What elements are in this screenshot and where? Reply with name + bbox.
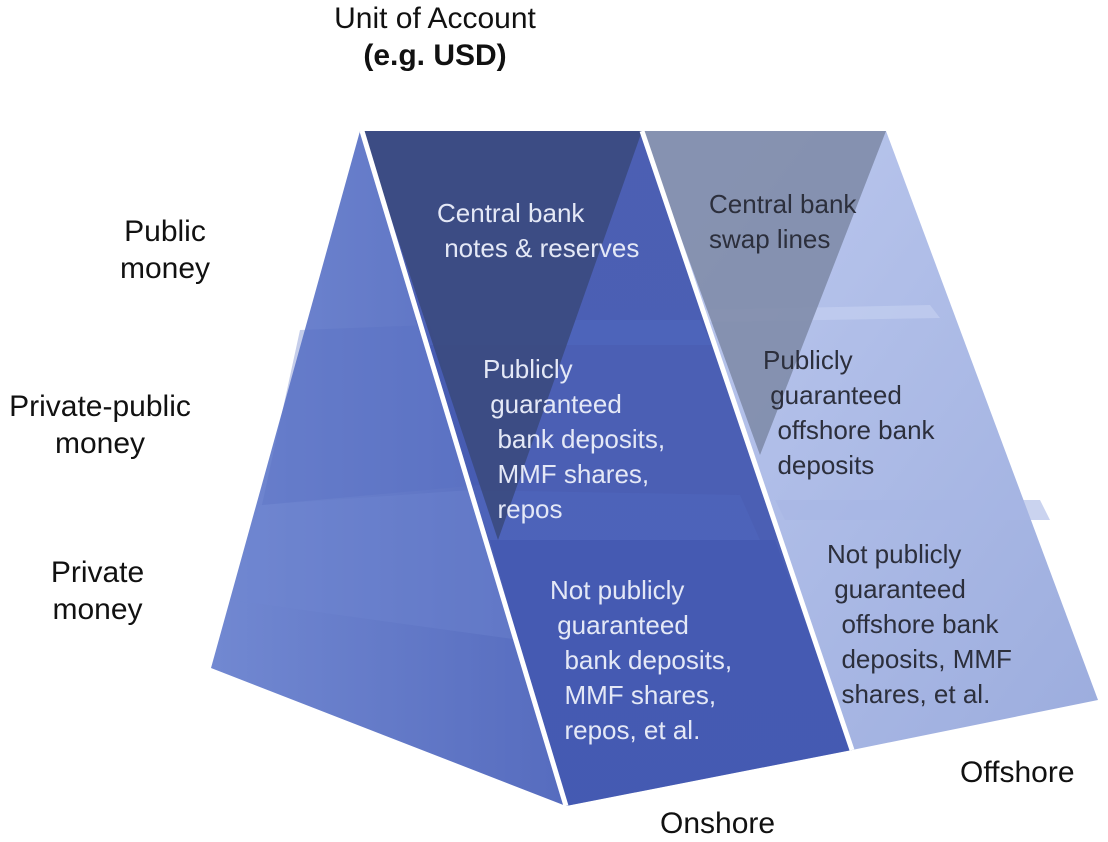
onshore-private-money-cell: Not publicly guaranteed bank deposits, M… (550, 575, 733, 745)
row-label-private-public-line1: Private-public (9, 390, 191, 423)
unit-of-account-example: (e.g. USD) (363, 39, 507, 72)
row-label-private: Private money (25, 554, 170, 628)
onshore-public-triangle (362, 131, 642, 540)
onshore-label: Onshore (660, 807, 776, 840)
onshore-public-money-cell: Central bank notes & reserves (437, 198, 640, 263)
row-label-private-public: Private-public money (0, 388, 200, 462)
onshore-band-lower (490, 540, 852, 806)
row-label-public: Public money (90, 213, 240, 287)
prism-left-face (211, 131, 566, 806)
offshore-public-money-cell: Central bank swap lines (709, 189, 857, 254)
offshore-private-money-cell: Not publicly guaranteed offshore bank de… (827, 539, 1012, 709)
unit-of-account-title: Unit of Account (334, 2, 536, 35)
left-face-band (230, 490, 520, 640)
prism-edge-onshore (359, 130, 569, 807)
offshore-private-public-money-cell: Publicly guaranteed offshore bank deposi… (763, 345, 935, 480)
left-face-band (262, 325, 480, 505)
offshore-public-triangle (642, 131, 886, 455)
row-label-public-line2: money (119, 252, 211, 285)
row-label-private-public-line2: money (54, 427, 146, 460)
prism-edge-offshore (639, 130, 855, 751)
row-label-private-line1: Private (50, 556, 145, 589)
row-label-public-line1: Public (124, 215, 206, 248)
row-label-private-line2: money (52, 593, 143, 626)
offshore-band-separator (775, 500, 1050, 520)
onshore-band-separator (470, 490, 760, 540)
onshore-private-public-money-cell: Publicly guaranteed bank deposits, MMF s… (483, 354, 666, 524)
unit-of-account-label: Unit of Account (e.g. USD) (300, 0, 570, 74)
offshore-label: Offshore (960, 756, 1075, 789)
